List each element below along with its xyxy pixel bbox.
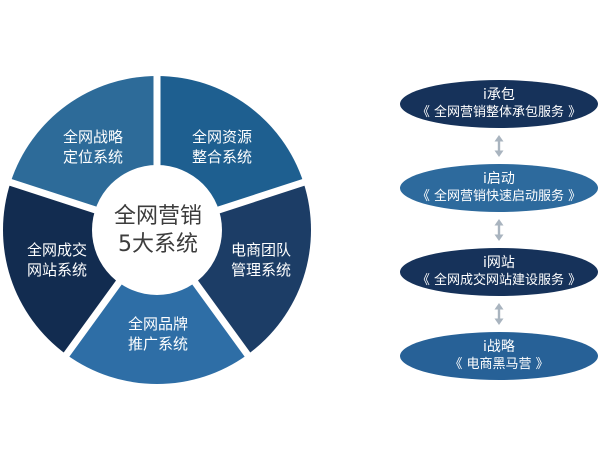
donut-center-circle <box>92 165 222 295</box>
segment-label-line: 全网战略 <box>62 128 124 146</box>
services-column: i承包 《 全网营销整体承包服务 》 i启动 《 全网营销快速启动服务 》 i网… <box>400 80 598 380</box>
segment-label-line: 定位系统 <box>62 148 124 166</box>
segment-label-line: 管理系统 <box>230 261 292 279</box>
segment-label-line: 整合系统 <box>191 148 253 166</box>
double-arrow-icon <box>400 296 598 332</box>
service-title: i承包 <box>483 87 515 103</box>
segment-label-team: 电商团队 管理系统 <box>231 240 291 280</box>
donut-segment-brand <box>66 230 248 385</box>
segment-label-line: 全网品牌 <box>127 315 189 333</box>
segment-label-resource: 全网资源 整合系统 <box>192 127 252 167</box>
segment-label-line: 推广系统 <box>127 335 189 353</box>
service-title: i启动 <box>483 171 515 187</box>
service-ellipse-zhanlve: i战略 《 电商黑马营 》 <box>400 332 598 380</box>
service-subtitle: 《 全网成交网站建设服务 》 <box>416 273 582 288</box>
service-ellipse-wangzhan: i网站 《 全网成交网站建设服务 》 <box>400 248 598 296</box>
segment-label-strategy: 全网战略 定位系统 <box>63 127 123 167</box>
segment-label-line: 网站系统 <box>26 261 88 279</box>
segment-label-line: 全网成交 <box>26 241 88 259</box>
service-subtitle: 《 全网营销整体承包服务 》 <box>416 105 582 120</box>
service-ellipse-qidong: i启动 《 全网营销快速启动服务 》 <box>400 164 598 212</box>
service-title: i战略 <box>483 339 515 355</box>
double-arrow-icon <box>400 212 598 248</box>
center-label-line: 全网营销 <box>113 204 203 229</box>
segment-label-line: 全网资源 <box>191 128 253 146</box>
double-arrow-icon <box>400 128 598 164</box>
center-label-line: 5大系统 <box>117 232 198 257</box>
segment-label-brand: 全网品牌 推广系统 <box>128 314 188 354</box>
service-ellipse-chengbao: i承包 《 全网营销整体承包服务 》 <box>400 80 598 128</box>
segment-label-line: 电商团队 <box>230 241 292 259</box>
donut-center-label: 全网营销 5大系统 <box>114 203 202 259</box>
segment-label-deal: 全网成交 网站系统 <box>27 240 87 280</box>
service-title: i网站 <box>483 255 515 271</box>
service-subtitle: 《 全网营销快速启动服务 》 <box>416 189 582 204</box>
service-subtitle: 《 电商黑马营 》 <box>449 357 549 372</box>
